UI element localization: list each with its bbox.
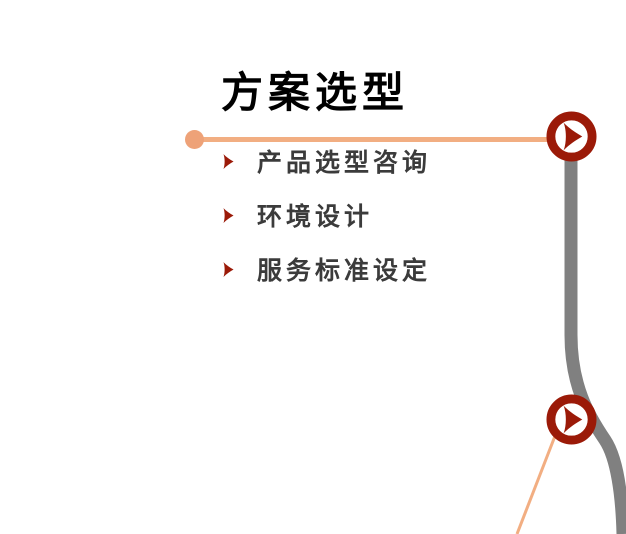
- arrow-right-icon: [223, 207, 234, 223]
- title-underline-rule: [194, 137, 547, 142]
- bullet-item: 产品选型咨询: [222, 134, 431, 188]
- flow-node-badge-bottom: [546, 394, 597, 445]
- arrow-right-circle-icon: [546, 111, 597, 162]
- arrow-right-circle-icon: [546, 394, 597, 445]
- bullet-item: 服务标准设定: [222, 242, 431, 296]
- rule-end-dot: [185, 130, 204, 149]
- bullet-label: 产品选型咨询: [257, 149, 432, 177]
- flow-node-badge-top: [546, 111, 597, 162]
- slide-title: 方案选型: [221, 69, 410, 116]
- gray-flow-curve: [564, 150, 626, 534]
- bullet-label: 环境设计: [257, 203, 374, 231]
- arrow-right-icon: [223, 261, 234, 277]
- salmon-diagonal-line: [515, 435, 557, 534]
- arrow-right-icon: [223, 153, 234, 169]
- bullet-label: 服务标准设定: [257, 257, 432, 285]
- bullet-list: 产品选型咨询 环境设计 服务标准设定: [222, 134, 431, 296]
- bullet-item: 环境设计: [222, 188, 431, 242]
